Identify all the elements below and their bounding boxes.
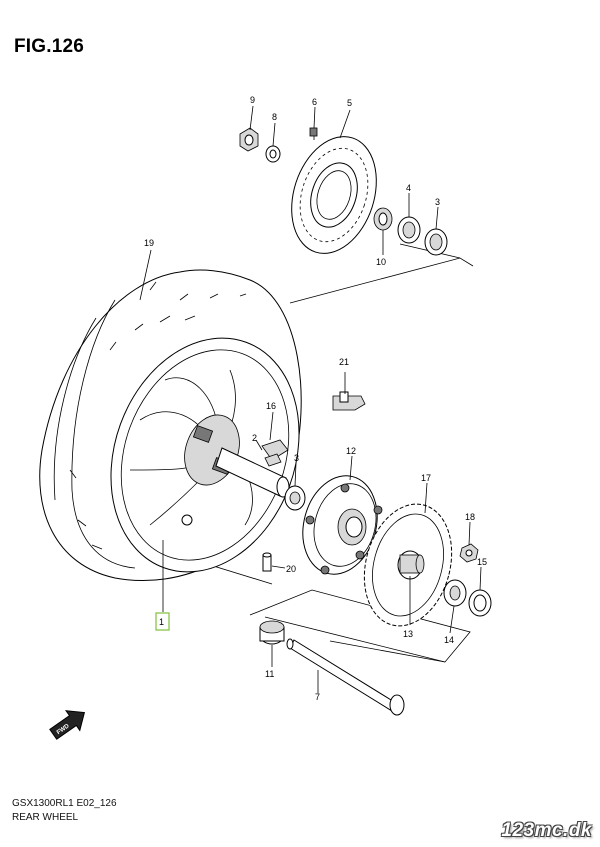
callout-9[interactable]: 9	[250, 95, 255, 105]
rear-axle	[286, 638, 405, 716]
balance-weight	[332, 391, 366, 411]
hub-bearing	[284, 485, 306, 511]
brake-disc	[291, 136, 377, 254]
callout-15[interactable]: 15	[477, 557, 487, 567]
callout-11[interactable]: 11	[265, 669, 274, 679]
washer	[265, 145, 281, 163]
figure-title: FIG.126	[14, 36, 85, 57]
callout-19[interactable]: 19	[144, 238, 154, 248]
axle-spacer	[259, 620, 285, 645]
sprocket-bearing	[443, 579, 467, 607]
oil-seal	[468, 589, 492, 617]
callout-3-left[interactable]: 3	[435, 197, 440, 207]
callout-1-highlight-box[interactable]	[155, 612, 170, 631]
callout-3-hub[interactable]: 3	[294, 453, 299, 463]
callout-13[interactable]: 13	[403, 629, 413, 639]
callout-14[interactable]: 14	[444, 635, 454, 645]
disc-bolt	[309, 127, 318, 140]
callout-7[interactable]: 7	[315, 692, 320, 702]
section-name: REAR WHEEL	[12, 812, 79, 823]
axle-nut	[239, 127, 259, 152]
left-bearing	[397, 216, 421, 244]
callout-2[interactable]: 2	[252, 433, 257, 443]
callout-8[interactable]: 8	[272, 112, 277, 122]
model-code: GSX1300RL1 E02_126	[12, 798, 117, 809]
callout-labels: 1 2 3 3 4 5 6 7 8 9 10 11 12 13 14 15 16…	[144, 95, 487, 702]
sprocket-nut	[459, 543, 479, 563]
disc-spacer	[373, 207, 393, 231]
leader-lines	[139, 105, 482, 693]
callout-12[interactable]: 12	[346, 446, 356, 456]
fwd-arrow-icon: FWD	[49, 710, 86, 740]
callout-21[interactable]: 21	[339, 357, 349, 367]
left-outer-bearing	[424, 228, 448, 256]
cush-damper	[261, 439, 289, 467]
callout-4[interactable]: 4	[406, 183, 411, 193]
callout-1[interactable]: 1	[159, 617, 164, 627]
callout-10[interactable]: 10	[376, 257, 386, 267]
callout-16[interactable]: 16	[266, 401, 276, 411]
callout-6[interactable]: 6	[312, 97, 317, 107]
callout-20[interactable]: 20	[286, 564, 296, 574]
sprocket-drum	[302, 475, 383, 575]
callout-17[interactable]: 17	[421, 473, 431, 483]
callout-5[interactable]: 5	[347, 98, 352, 108]
callout-18[interactable]: 18	[465, 512, 475, 522]
sprocket-stud	[262, 552, 272, 572]
watermark-logo: 123mc.dk	[501, 820, 592, 841]
rear-sprocket	[363, 503, 453, 627]
